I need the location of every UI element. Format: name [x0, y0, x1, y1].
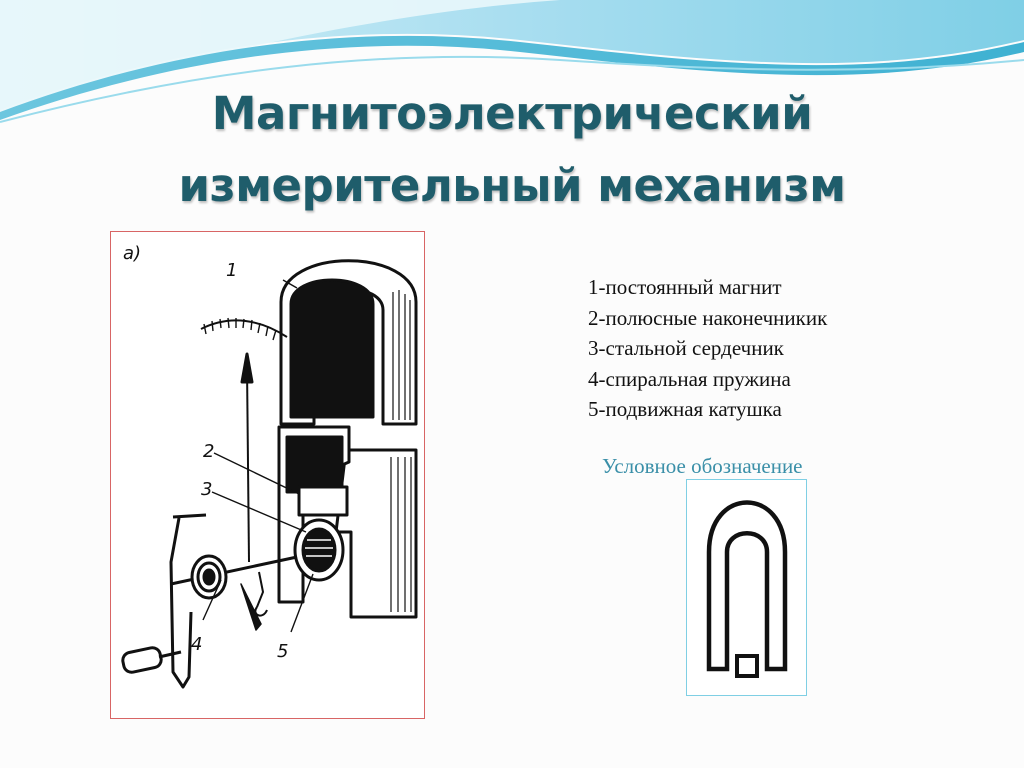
- callout-5: 5: [277, 641, 288, 662]
- magnet-cavity: [289, 278, 375, 419]
- legend-item-steel-core: 3-стальной сердечник: [588, 336, 784, 360]
- legend-item-spiral-spring: 4-спиральная пружина: [588, 366, 791, 391]
- callout-2: 2: [203, 441, 214, 462]
- decorative-waves-banner: [0, 0, 1024, 123]
- conventional-symbol: [686, 479, 807, 696]
- corrector-lever: [169, 513, 207, 689]
- callout-1: 1: [226, 260, 237, 281]
- legend-list: 1-постоянный магнит 2-полюсные наконечни…: [588, 272, 827, 425]
- callout-3: 3: [201, 479, 212, 500]
- scale-arc: [200, 319, 288, 338]
- figure-tag: а): [123, 243, 141, 264]
- callout-4: 4: [191, 634, 202, 655]
- pointer: [246, 366, 250, 563]
- symbol-caption: Условное обозначение: [602, 454, 803, 478]
- mechanism-drawing-svg: а) 1 2 3 4 5: [121, 243, 418, 689]
- slide-title-line-1: Магнитоэлектрический: [211, 87, 813, 140]
- legend-item-permanent-magnet: 1-постоянный магнит: [588, 275, 782, 299]
- legend-item-moving-coil: 5-подвижная катушка: [588, 397, 782, 421]
- slide-title: Магнитоэлектрический измерительный механ…: [0, 78, 1024, 222]
- pole-piece-right: [334, 448, 418, 619]
- legend-item-pole-pieces: 2-полюсные наконечникик: [588, 305, 828, 330]
- magnetoelectric-symbol-icon: [706, 500, 788, 678]
- slide-title-line-2: измерительный механизм: [178, 159, 846, 212]
- mechanism-drawing: а) 1 2 3 4 5: [110, 231, 425, 719]
